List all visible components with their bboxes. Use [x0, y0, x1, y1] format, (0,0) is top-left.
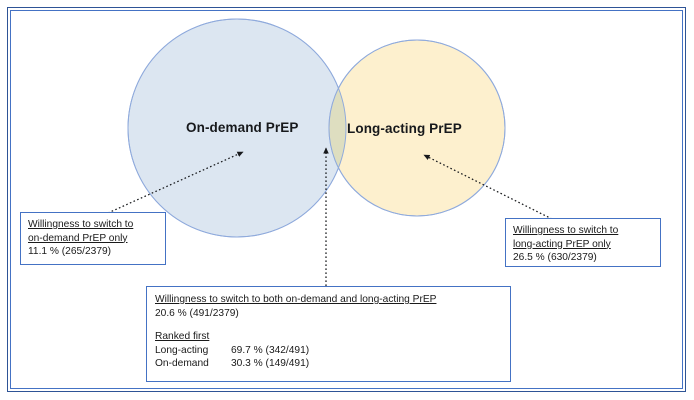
ranked-first-name-long-acting: Long-acting	[155, 344, 209, 356]
callout-on-demand-line2: on-demand PrEP only	[28, 232, 128, 244]
callout-long-acting-only: Willingness to switch to long-acting PrE…	[505, 218, 661, 267]
circle-label-on-demand: On-demand PrEP	[186, 120, 299, 135]
ranked-first-name-on-demand: On-demand	[155, 358, 209, 370]
callout-ranked-first-heading: Ranked first	[155, 331, 210, 343]
callout-both: Willingness to switch to both on-demand …	[146, 286, 511, 382]
callout-on-demand-only: Willingness to switch to on-demand PrEP …	[20, 212, 166, 265]
circle-on-demand-outline	[127, 18, 347, 238]
ranked-first-value-on-demand: 30.3 % (149/491)	[231, 358, 310, 370]
callout-long-acting-value: 26.5 % (630/2379)	[513, 252, 597, 264]
callout-long-acting-line2: long-acting PrEP only	[513, 238, 611, 250]
callout-on-demand-value: 11.1 % (265/2379)	[28, 246, 112, 258]
leader-arrow-on-demand	[107, 151, 244, 214]
ranked-first-row-long-acting: Long-acting 69.7 % (342/491)	[155, 344, 502, 358]
callout-both-heading: Willingness to switch to both on-demand …	[155, 294, 437, 305]
ranked-first-row-on-demand: On-demand 30.3 % (149/491)	[155, 357, 502, 371]
callout-long-acting-line1: Willingness to switch to	[513, 225, 619, 236]
callout-on-demand-line1: Willingness to switch to	[28, 219, 134, 230]
ranked-first-value-long-acting: 69.7 % (342/491)	[231, 344, 310, 356]
callout-both-spacer	[155, 320, 502, 330]
circle-label-long-acting: Long-acting PrEP	[347, 121, 462, 136]
callout-both-value: 20.6 % (491/2379)	[155, 307, 239, 319]
circle-long-acting-outline	[328, 39, 506, 217]
